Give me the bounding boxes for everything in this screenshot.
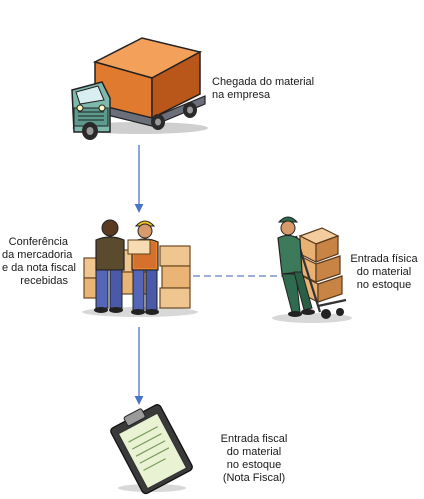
label-fiscal-entry-line-4: (Nota Fiscal) xyxy=(222,472,286,484)
label-arrival-line-1: Chegada do material xyxy=(212,76,315,88)
label-conference: Conferência da mercadoria e da nota fisc… xyxy=(2,236,76,288)
label-conference-line-2: da mercadoria xyxy=(2,249,73,261)
workers-with-boxes-icon xyxy=(82,219,198,317)
label-fiscal-entry: Entrada fiscal do material no estoque (N… xyxy=(214,433,294,485)
label-physical-entry-line-1: Entrada física xyxy=(350,253,418,265)
delivery-truck-icon xyxy=(71,37,208,140)
label-physical-entry: Entrada física do material no estoque xyxy=(350,253,418,292)
label-conference-line-4: recebidas xyxy=(20,275,68,287)
label-fiscal-entry-line-2: do material xyxy=(226,446,282,458)
label-fiscal-entry-line-3: no estoque xyxy=(226,459,282,471)
label-arrival: Chegada do material na empresa xyxy=(212,76,314,102)
label-conference-line-3: e da nota fiscal xyxy=(2,262,76,274)
label-arrival-line-2: na empresa xyxy=(212,89,271,101)
label-fiscal-entry-line-1: Entrada fiscal xyxy=(220,433,288,445)
label-physical-entry-line-3: no estoque xyxy=(356,279,412,291)
label-conference-line-1: Conferência xyxy=(8,236,68,248)
clipboard-document-icon xyxy=(110,404,193,495)
hand-truck-worker-icon xyxy=(272,216,352,323)
label-physical-entry-line-2: do material xyxy=(356,266,412,278)
